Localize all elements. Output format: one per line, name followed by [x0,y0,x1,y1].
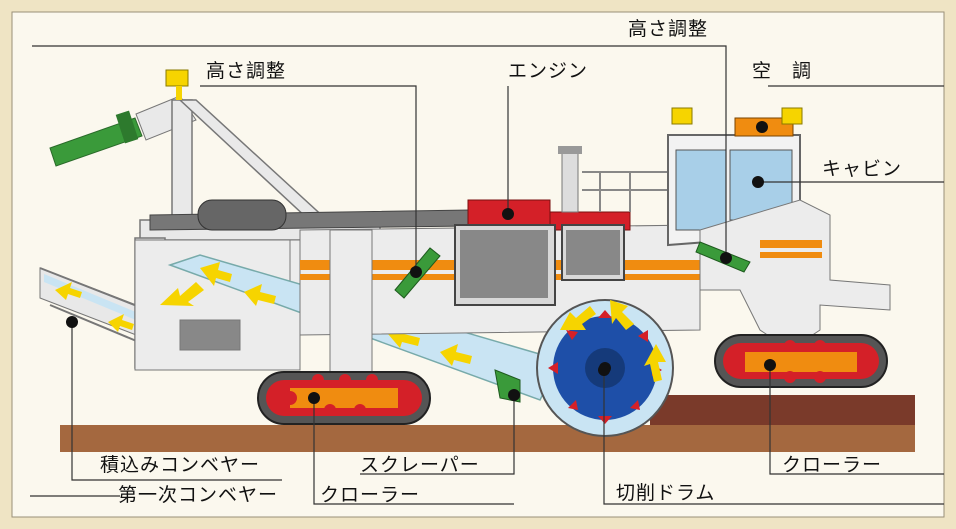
exhaust-stack [561,149,579,213]
front-body [699,199,891,351]
yellow-arrow-icon [160,282,204,306]
front-crawler [714,334,888,388]
yellow-arrow-icon [108,314,134,332]
label-crawler-right: クローラー [782,454,883,476]
beacon-lamp-icon [165,69,189,87]
fuel-tank [197,199,287,231]
beacon-lamp-icon [671,107,693,125]
label-height-adjust-left: 高さ調整 [206,60,287,82]
label-loading-conveyor: 積込みコンベヤー [100,454,261,476]
beacon-lamp-icon [781,107,803,125]
label-primary-conveyor: 第一次コンベヤー [118,484,279,506]
engine-unit [454,199,631,306]
yellow-arrow-icon [610,300,634,330]
rear-crawler [257,371,431,425]
yellow-arrow-icon [244,284,276,306]
label-height-adjust-top: 高さ調整 [628,18,709,40]
yellow-arrow-icon [440,344,472,366]
ground-surface [60,425,915,452]
ground-step [650,395,915,425]
scraper-blade [329,229,373,396]
label-scraper: スクレーパー [360,454,480,476]
label-crawler-left: クローラー [320,484,421,506]
label-cutting-drum: 切削ドラム [616,482,716,504]
yellow-arrow-icon [55,282,82,300]
yellow-arrow-icon [200,262,232,286]
yellow-arrow-icon [644,344,666,382]
label-engine: エンジン [508,60,589,82]
label-air-conditioner: 空 調 [752,60,813,82]
label-cabin: キャビン [822,158,903,180]
leader-lines [30,45,944,505]
yellow-arrow-icon [560,306,596,330]
callout-dot-icon [66,121,776,404]
